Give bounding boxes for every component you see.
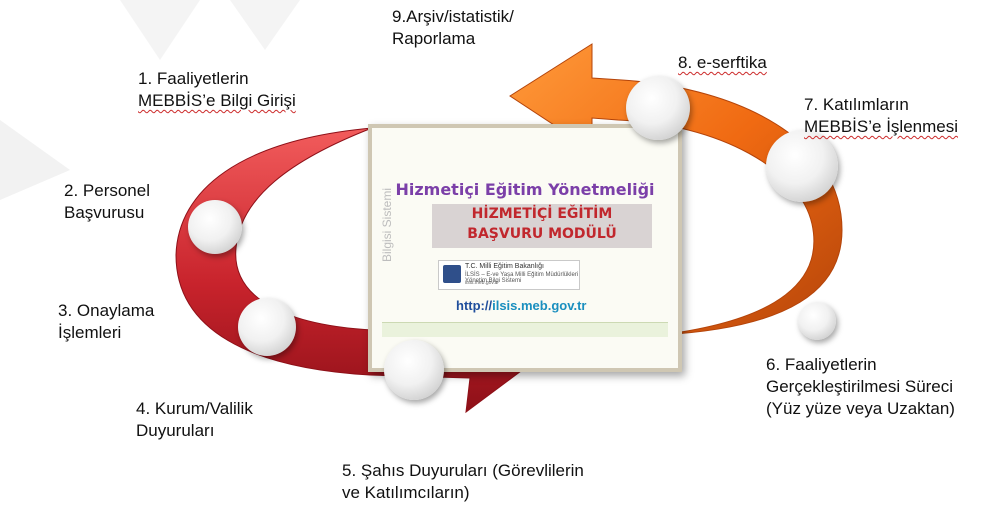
step-4-line1: 4. Kurum/Valilik [136,399,253,418]
step-2-line1: 2. Personel [64,181,150,200]
document-subtitle-line1: HİZMETİÇİ EĞİTİM [471,206,613,222]
module-document-image: Bilgisi Sistemi Hizmetiçi Eğitim Yönetme… [368,124,682,372]
step-3-line2: İşlemleri [58,323,122,342]
step-6-label: 6. Faaliyetlerin Gerçekleştirilmesi Süre… [766,354,955,420]
step-5-line1: 5. Şahıs Duyuruları (Görevlilerin [342,461,584,480]
step-6-marker [798,302,836,340]
step-7-marker [766,130,838,202]
orange-cycle-arrow [509,43,843,336]
ministry-logo-banner: T.C. Milli Eğitim Bakanlığı İLSİS – E-ve… [438,260,580,290]
document-title: Hizmetiçi Eğitim Yönetmeliği [395,180,655,199]
step-6-line2: Gerçekleştirilmesi Süreci [766,377,954,396]
document-subtitle-line2: BAŞVURU MODÜLÜ [467,226,617,242]
step-2-label: 2. Personel Başvurusu [64,180,150,224]
step-8-marker [626,76,690,140]
step-4-line2: Duyuruları [136,421,215,440]
step-5-line2: ve Katılımcıların) [342,483,470,502]
step-9-line1: 9.Arşiv/istatistik/ [392,7,514,26]
step-6-line1: 6. Faaliyetlerin [766,355,877,374]
logo-text-line2: İLSİS – E-ve Yaşa Milli Eğitim Müdürlükl… [465,272,579,284]
step-4-marker [384,340,444,400]
step-4-label: 4. Kurum/Valilik Duyuruları [136,398,253,442]
document-url: http://ilsis.meb.gov.tr [456,298,587,313]
logo-text-line1: T.C. Milli Eğitim Bakanlığı [465,263,544,270]
step-7-line1: 7. Katılımların [804,95,909,114]
step-7-line2: MEBBİS’e İşlenmesi [804,117,958,136]
url-prefix: http:// [456,298,493,313]
step-6-line3: (Yüz yüze veya Uzaktan) [766,399,955,418]
document-title-band [432,204,652,248]
step-2-marker [188,200,242,254]
step-9-line2: Raporlama [392,29,476,48]
document-footer-bar [382,322,668,337]
ministry-emblem-icon [443,265,461,283]
step-3-label: 3. Onaylama İşlemleri [58,300,154,344]
step-7-label: 7. Katılımların MEBBİS’e İşlenmesi [804,94,958,138]
logo-text-line3: ilsis.meb.gov.tr [465,280,498,286]
step-1-label: 1. Faaliyetlerin MEBBİS’e Bilgi Girişi [138,68,296,112]
url-main: ilsis.meb.gov.tr [492,298,587,313]
step-3-line1: 3. Onaylama [58,301,155,320]
step-3-marker [238,298,296,356]
step-5-label: 5. Şahıs Duyuruları (Görevlilerin ve Kat… [342,460,584,504]
step-2-line2: Başvurusu [64,203,145,222]
step-8-label: 8. e-serftika [678,52,767,74]
document-vertical-text: Bilgisi Sistemi [380,188,394,263]
step-9-label: 9.Arşiv/istatistik/ Raporlama [392,6,514,50]
step-8-line1: 8. e-serftika [678,53,767,72]
step-1-line2: MEBBİS’e Bilgi Girişi [138,91,296,110]
step-1-line1: 1. Faaliyetlerin [138,69,249,88]
